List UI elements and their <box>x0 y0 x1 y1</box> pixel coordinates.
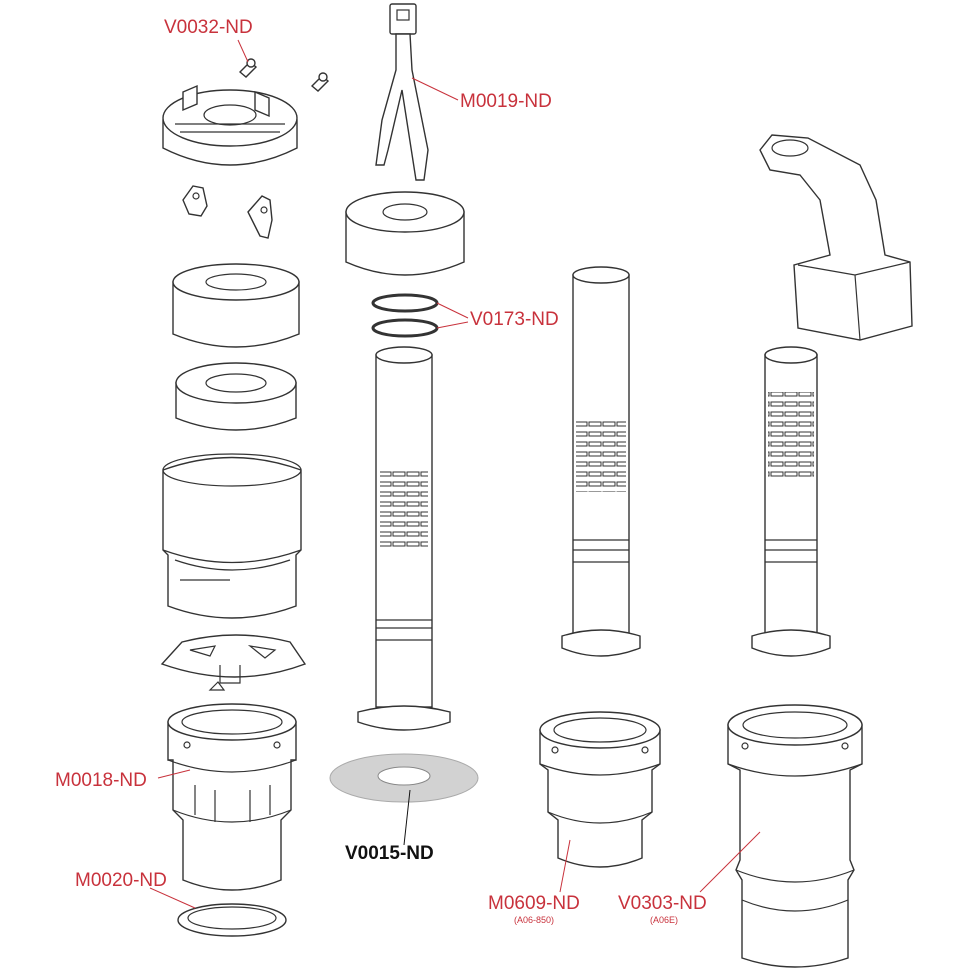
label-m0020: M0020-ND <box>75 870 167 891</box>
label-m0609: M0609-ND <box>488 893 580 914</box>
clip-brackets-part <box>182 185 273 239</box>
short-tube-part <box>751 346 831 657</box>
cylinder-cap-part <box>345 191 465 276</box>
tall-tube-part <box>561 266 641 657</box>
main-tube-part <box>357 346 451 731</box>
label-v0015: V0015-ND <box>345 843 434 864</box>
upper-ring-part <box>172 263 300 348</box>
label-v0173: V0173-ND <box>470 309 559 330</box>
float-ring-part <box>175 362 297 431</box>
lower-assembly-right-part <box>727 704 863 968</box>
label-v0303: V0303-ND <box>618 893 707 914</box>
base-plate-part <box>160 634 307 691</box>
lower-assembly-mid-part <box>539 711 661 868</box>
fork-lever-part <box>375 3 429 181</box>
float-arm-part <box>759 134 913 341</box>
screws-part <box>238 58 330 92</box>
label-m0609-sub: (A06-850) <box>514 915 555 925</box>
leader-lines <box>149 39 761 909</box>
lower-assembly-left-part <box>167 703 297 891</box>
float-housing-part <box>162 453 302 619</box>
flat-gasket-part <box>329 753 479 803</box>
top-cap-part <box>162 84 298 166</box>
o-rings-part <box>371 293 439 338</box>
label-v0303-sub: (A06E) <box>650 915 679 925</box>
label-v0032: V0032-ND <box>164 17 253 38</box>
seal-ring-part <box>177 903 287 937</box>
label-m0018: M0018-ND <box>55 770 147 791</box>
label-m0019: M0019-ND <box>460 91 552 112</box>
